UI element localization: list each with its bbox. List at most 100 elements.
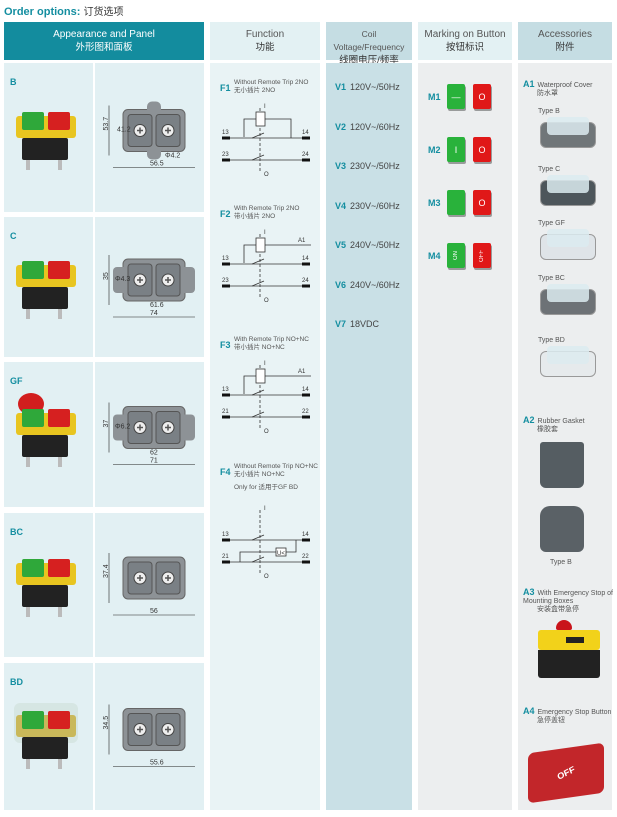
dimension-label: 61.6: [150, 302, 164, 309]
terminal-label: 22: [302, 409, 309, 415]
appearance-code: BC: [10, 527, 23, 537]
panel-dimension-drawing: 37.4 56: [103, 553, 195, 616]
switch-photo: [16, 259, 78, 321]
cover-type-label: Type C: [538, 166, 561, 173]
on-button: ON: [447, 243, 465, 268]
marking-code: M3: [428, 198, 441, 208]
function-code: F2: [220, 209, 231, 219]
dimension-width: 56: [150, 608, 158, 615]
header-en: Appearance and Panel: [53, 29, 155, 40]
waterproof-cover-image: [540, 175, 596, 206]
terminal-label: O: [264, 172, 269, 178]
header-zh: 外形图和面板: [75, 42, 133, 53]
terminal-label: I: [264, 104, 266, 110]
function-code: F3: [220, 340, 231, 350]
rubber-gasket-image: [540, 442, 584, 488]
function-note: Only for 适用于GF BD: [234, 484, 298, 491]
marking-m2: M2 I O: [428, 137, 508, 165]
cover-type-label: Type BC: [538, 275, 565, 282]
label-zh: 急停盖钮: [537, 717, 565, 724]
terminal-label: 21: [222, 409, 229, 415]
voltage-value: 240V~/50Hz: [350, 240, 400, 250]
header-zh: 线圈电压/频率: [339, 55, 399, 66]
appearance-photo-cell: BC: [4, 513, 93, 657]
switch-photo: [14, 702, 78, 771]
terminal-label: I: [264, 361, 266, 367]
marking-code: M2: [428, 145, 441, 155]
header-appearance: Appearance and Panel 外形图和面板: [4, 22, 204, 60]
on-button: [447, 190, 465, 215]
terminal-label: 13: [222, 387, 229, 393]
terminal-label: 22: [302, 554, 309, 560]
dimension-height: 37.4: [103, 564, 110, 578]
terminal-label: 14: [302, 532, 309, 538]
off-symbol: OFF: [479, 249, 485, 262]
off-symbol: O: [478, 91, 486, 102]
appearance-photo-cell: GF: [4, 362, 93, 507]
label-en: Rubber Gasket: [537, 418, 585, 425]
header-en: Function: [245, 29, 285, 40]
emergency-stop-button-image: OFF: [528, 742, 604, 804]
appearance-code: C: [10, 231, 17, 241]
appearance-code: B: [10, 77, 17, 87]
dimension-width: 55.6: [150, 760, 164, 767]
marking-code: M1: [428, 92, 441, 102]
waterproof-cover-image: [540, 117, 596, 148]
header-zh: 功能: [255, 42, 275, 53]
code: A3: [523, 587, 535, 597]
cover-type-label: Type GF: [538, 220, 565, 227]
dimension-label: Φ4.2: [165, 153, 180, 160]
appearance-photo-cell: BD: [4, 663, 93, 810]
voltage-code: V6: [335, 279, 347, 290]
marking-m3: M3 O: [428, 190, 508, 218]
on-button: I: [447, 137, 465, 162]
terminal-label: O: [264, 298, 269, 304]
terminal-label: 24: [302, 152, 309, 158]
page-title: Order options: 订货选项: [4, 3, 123, 18]
marking-m1: M1 — O: [428, 84, 508, 112]
waterproof-cover-image: [540, 284, 596, 315]
title-en: Order options:: [4, 6, 81, 18]
dimension-width: 56.5: [150, 161, 164, 168]
label-en: Waterproof Cover: [537, 82, 593, 89]
label-zh: 橡胶套: [537, 426, 558, 433]
switch-photo: [16, 392, 78, 469]
dimension-label: 41.2: [117, 127, 131, 134]
voltage-code: V3: [335, 161, 347, 171]
voltage-value: 120V~/60Hz: [350, 121, 400, 132]
terminal-label: 23: [222, 278, 229, 284]
cover-type-label: Type BD: [538, 337, 565, 344]
terminal-label: 14: [302, 130, 309, 136]
header-zh: 按钮标识: [445, 42, 484, 53]
function-column: [210, 63, 320, 810]
terminal-label: I: [264, 506, 266, 512]
appearance-code: BD: [10, 677, 23, 687]
voltage-code: V4: [335, 200, 347, 211]
on-symbol: —: [451, 91, 461, 102]
title-zh: 订货选项: [83, 7, 124, 18]
off-symbol: O: [478, 144, 486, 155]
code: A4: [523, 706, 535, 716]
panel-dimension-drawing: 53.756.541.2Φ4.2: [103, 101, 195, 168]
label-en: Emergency Stop Button: [537, 709, 612, 716]
on-symbol: ON: [453, 251, 459, 260]
header-en: Coil Voltage/Frequency: [333, 29, 405, 52]
